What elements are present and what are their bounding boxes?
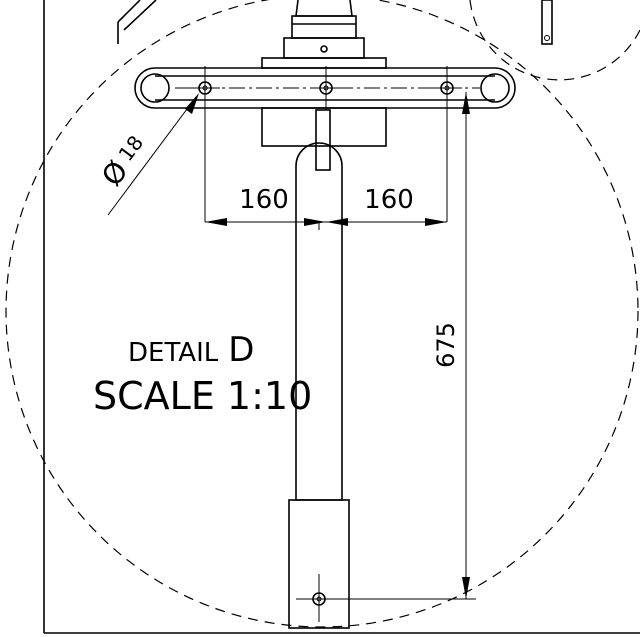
dim-160-left-text: 160 [239, 185, 289, 215]
adjacent-detail-fragment [469, 0, 640, 81]
dimension-160-left [205, 218, 326, 226]
foot-block [288, 499, 350, 629]
hole-left [190, 66, 220, 222]
diameter-value: 18 [114, 131, 148, 166]
hole-right [432, 66, 462, 222]
hub-assembly [261, 0, 387, 147]
vertical-arm [295, 142, 343, 501]
sheet-border [43, 0, 640, 634]
dimension-160-right [326, 218, 447, 226]
bracket-fragment [117, 0, 157, 44]
crossbar [134, 67, 516, 109]
dim-675-text: 675 [432, 322, 460, 368]
detail-title-letter: D [228, 330, 254, 370]
diameter-callout: Ø 18 [95, 131, 148, 192]
diameter-leader [107, 93, 199, 216]
dimension-675 [330, 92, 476, 600]
detail-scale: SCALE 1:10 [93, 374, 312, 418]
dim-160-right-text: 160 [364, 185, 414, 215]
detail-boundary-circle [5, 0, 639, 628]
detail-title: DETAIL D [128, 330, 254, 370]
center-pin [315, 109, 331, 171]
detail-title-prefix: DETAIL [128, 338, 219, 368]
